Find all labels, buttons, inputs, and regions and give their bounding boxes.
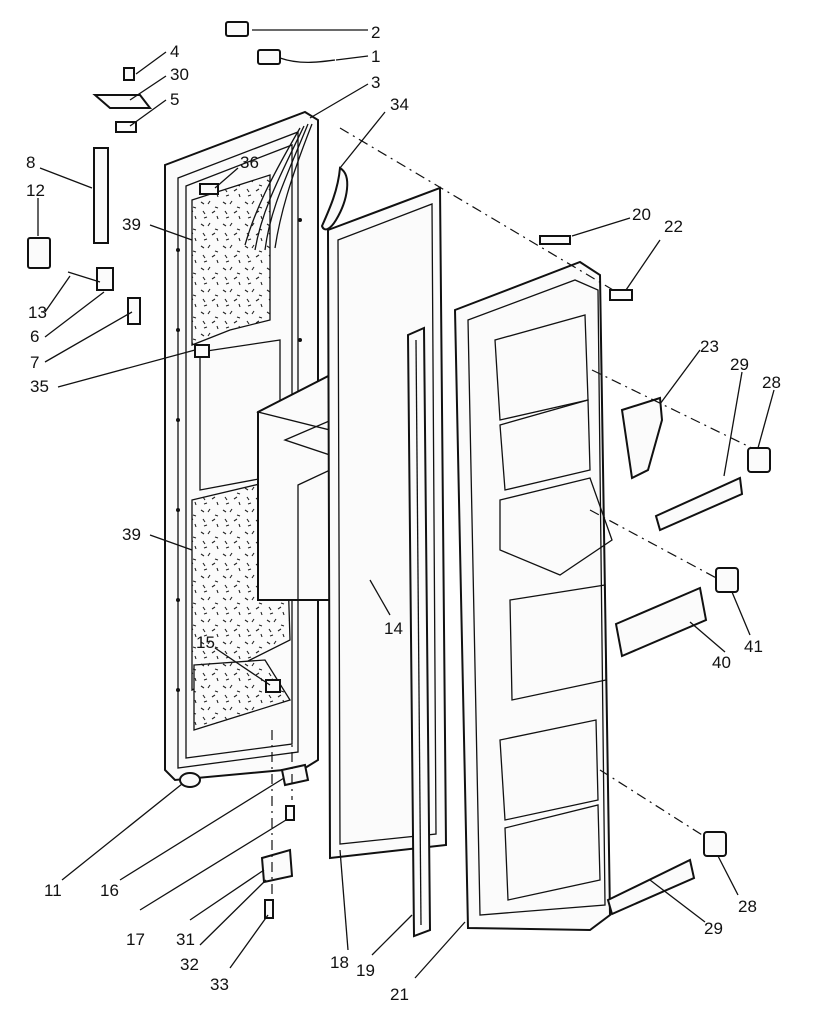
callout-33: 33 [210,975,229,994]
insulation-bottom [193,659,291,731]
callout-2: 2 [371,23,380,42]
callout-14: 14 [384,619,403,638]
callout-19: 19 [356,961,375,980]
breaker-strip [406,326,432,938]
callout-21: 21 [390,985,409,1004]
hinge-parts-bottom [179,730,310,919]
dispenser-cavity [499,477,613,576]
outer-door-panel [164,110,319,782]
callout-17: 17 [126,930,145,949]
callout-13: 13 [28,303,47,322]
callout-40: 40 [712,653,731,672]
callout-28-top: 28 [762,373,781,392]
insulation-top [191,174,271,346]
callout-22: 22 [664,217,683,236]
callout-6: 6 [30,327,39,346]
door-liner [453,260,613,932]
callout-30: 30 [170,65,189,84]
callout-20: 20 [632,205,651,224]
hinge-parts-top [27,21,349,693]
callout-36: 36 [240,153,259,172]
callout-12: 12 [26,181,45,200]
callout-4: 4 [170,42,179,61]
callout-3: 3 [371,73,380,92]
right-side-parts [339,127,771,916]
liner-shelf-3 [499,719,599,821]
callout-16: 16 [100,881,119,900]
callout-18: 18 [330,953,349,972]
callout-labels: 1 2 3 4 5 6 7 8 11 12 13 14 15 16 17 18 … [26,23,781,1004]
liner-shelf-4 [504,804,601,901]
callout-11: 11 [44,881,62,900]
callout-7: 7 [30,353,39,372]
callout-39-bottom: 39 [122,525,141,544]
callout-29-top: 29 [730,355,749,374]
liner-panel-lower [509,584,607,701]
callout-41: 41 [744,637,763,656]
callout-5: 5 [170,90,179,109]
liner-shelf-2 [499,399,591,491]
callout-15: 15 [196,633,215,652]
leader-lines [37,29,775,979]
callout-28-bottom: 28 [738,897,757,916]
callout-32: 32 [180,955,199,974]
callout-31: 31 [176,930,195,949]
callout-1: 1 [371,47,380,66]
callout-29-bottom: 29 [704,919,723,938]
callout-8: 8 [26,153,35,172]
callout-23: 23 [700,337,719,356]
callout-39-top: 39 [122,215,141,234]
callout-35: 35 [30,377,49,396]
callout-34: 34 [390,95,409,114]
